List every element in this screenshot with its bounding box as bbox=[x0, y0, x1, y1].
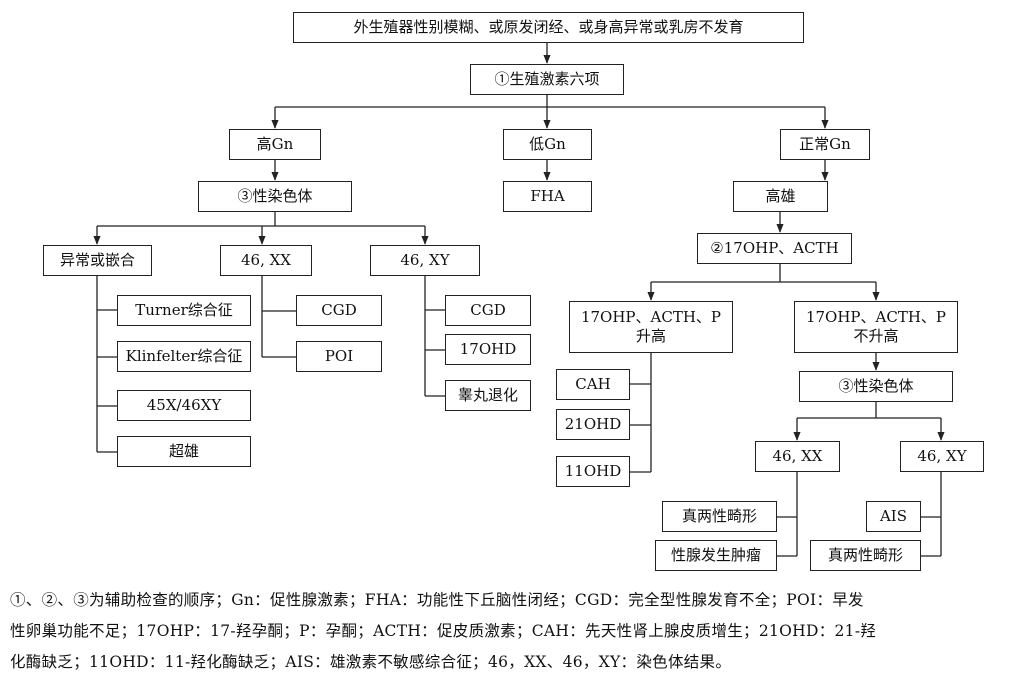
node-karyotype-1: ③性染色体 bbox=[198, 181, 352, 212]
node-true-herm-xy: 真两性畸形 bbox=[810, 540, 921, 571]
node-low-gn: 低Gn bbox=[503, 129, 592, 160]
legend-line-1: ①、②、③为辅助检查的顺序；Gn：促性腺激素；FHA：功能性下丘脑性闭经；CGD… bbox=[10, 591, 864, 609]
node-normal-gn: 正常Gn bbox=[780, 129, 870, 160]
node-karyotype-2: ③性染色体 bbox=[799, 371, 953, 402]
node-xx-1: 46, XX bbox=[220, 245, 312, 276]
node-hyperandrogen: 高雄 bbox=[733, 181, 828, 212]
node-high-gn: 高Gn bbox=[229, 129, 321, 160]
node-turner: Turner综合征 bbox=[117, 295, 251, 326]
node-xy-1: 46, XY bbox=[370, 245, 480, 276]
node-hormones: ①生殖激素六项 bbox=[470, 64, 624, 95]
node-cah: CAH bbox=[556, 369, 630, 400]
node-17ohd: 17OHD bbox=[445, 334, 531, 365]
node-ohp-acth: ②17OHP、ACTH bbox=[697, 233, 852, 264]
node-cgd-xy: CGD bbox=[445, 295, 531, 326]
legend-line-2: 性卵巢功能不足；17OHP：17-羟孕酮；P：孕酮；ACTH：促皮质激素；CAH… bbox=[10, 622, 877, 640]
node-21ohd: 21OHD bbox=[556, 409, 630, 440]
node-not-elevated: 17OHP、ACTH、P 不升高 bbox=[794, 301, 958, 353]
legend-note: ①、②、③为辅助检查的顺序；Gn：促性腺激素；FHA：功能性下丘脑性闭经；CGD… bbox=[10, 585, 1015, 678]
node-root: 外生殖器性别模糊、或原发闭经、或身高异常或乳房不发育 bbox=[293, 12, 804, 43]
legend-line-3: 化酶缺乏；11OHD：11-羟化酶缺乏；AIS：雄激素不敏感综合征；46，XX、… bbox=[10, 653, 732, 671]
node-cgd-xx: CGD bbox=[296, 295, 382, 326]
node-super-male: 超雄 bbox=[117, 436, 251, 467]
node-45x-46xy: 45X/46XY bbox=[117, 390, 251, 421]
node-klinefelter: Klinfelter综合征 bbox=[117, 341, 251, 372]
node-true-herm-xx: 真两性畸形 bbox=[662, 501, 777, 532]
flowchart-connectors bbox=[93, 42, 945, 557]
node-poi: POI bbox=[296, 341, 382, 372]
node-xx-2: 46, XX bbox=[755, 441, 840, 472]
node-gonad-tumor: 性腺发生肿瘤 bbox=[655, 540, 777, 571]
node-abnormal-mosaic: 异常或嵌合 bbox=[43, 245, 152, 276]
node-ais: AIS bbox=[866, 501, 921, 532]
node-xy-2: 46, XY bbox=[900, 441, 984, 472]
node-fha: FHA bbox=[503, 181, 592, 212]
node-11ohd: 11OHD bbox=[556, 456, 630, 487]
node-elevated: 17OHP、ACTH、P 升高 bbox=[569, 301, 733, 353]
node-testis-regression: 睾丸退化 bbox=[445, 380, 531, 411]
